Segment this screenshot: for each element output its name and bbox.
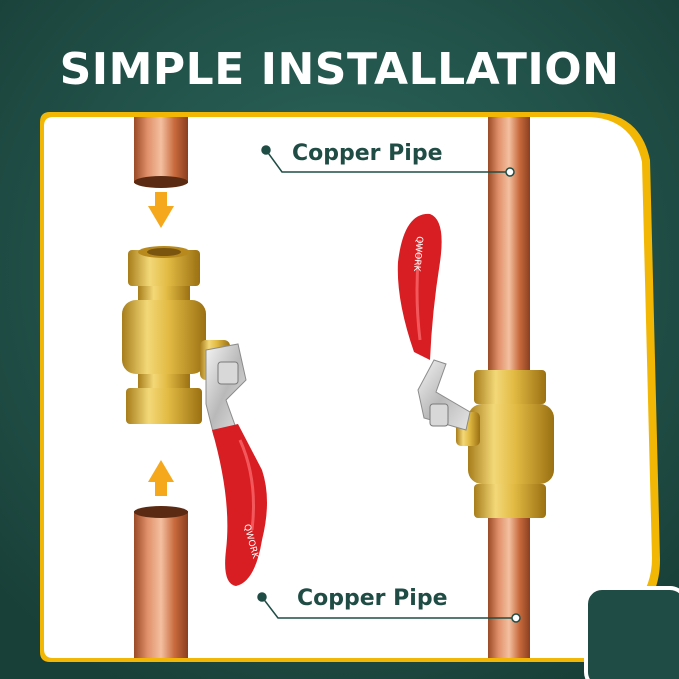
valve-nut-top (128, 250, 200, 286)
valve-nut-hex (217, 361, 239, 385)
copper-pipe-left-top (134, 117, 188, 183)
valve-body (122, 300, 206, 374)
callout-bottom (257, 592, 521, 623)
page-title: SIMPLE INSTALLATION (59, 44, 620, 95)
valve-nut-bottom (126, 388, 202, 424)
ball-valve-left (122, 246, 267, 586)
label-copper-pipe-bottom: Copper Pipe (297, 586, 448, 611)
ball-valve-right (397, 213, 554, 518)
copper-pipe-left-bottom (134, 511, 188, 658)
valve-handle-red (212, 424, 267, 586)
valve-lever-silver (205, 343, 247, 437)
pipe-opening-left-bottom (134, 506, 188, 518)
pipe-opening-left-top (134, 176, 188, 188)
callout-top (261, 145, 515, 177)
valve-handle-red-right (397, 213, 442, 360)
label-copper-pipe-top: Copper Pipe (292, 141, 443, 166)
down-arrow-icon (148, 192, 174, 228)
up-arrow-icon (148, 460, 174, 496)
corner-badge (584, 586, 679, 679)
